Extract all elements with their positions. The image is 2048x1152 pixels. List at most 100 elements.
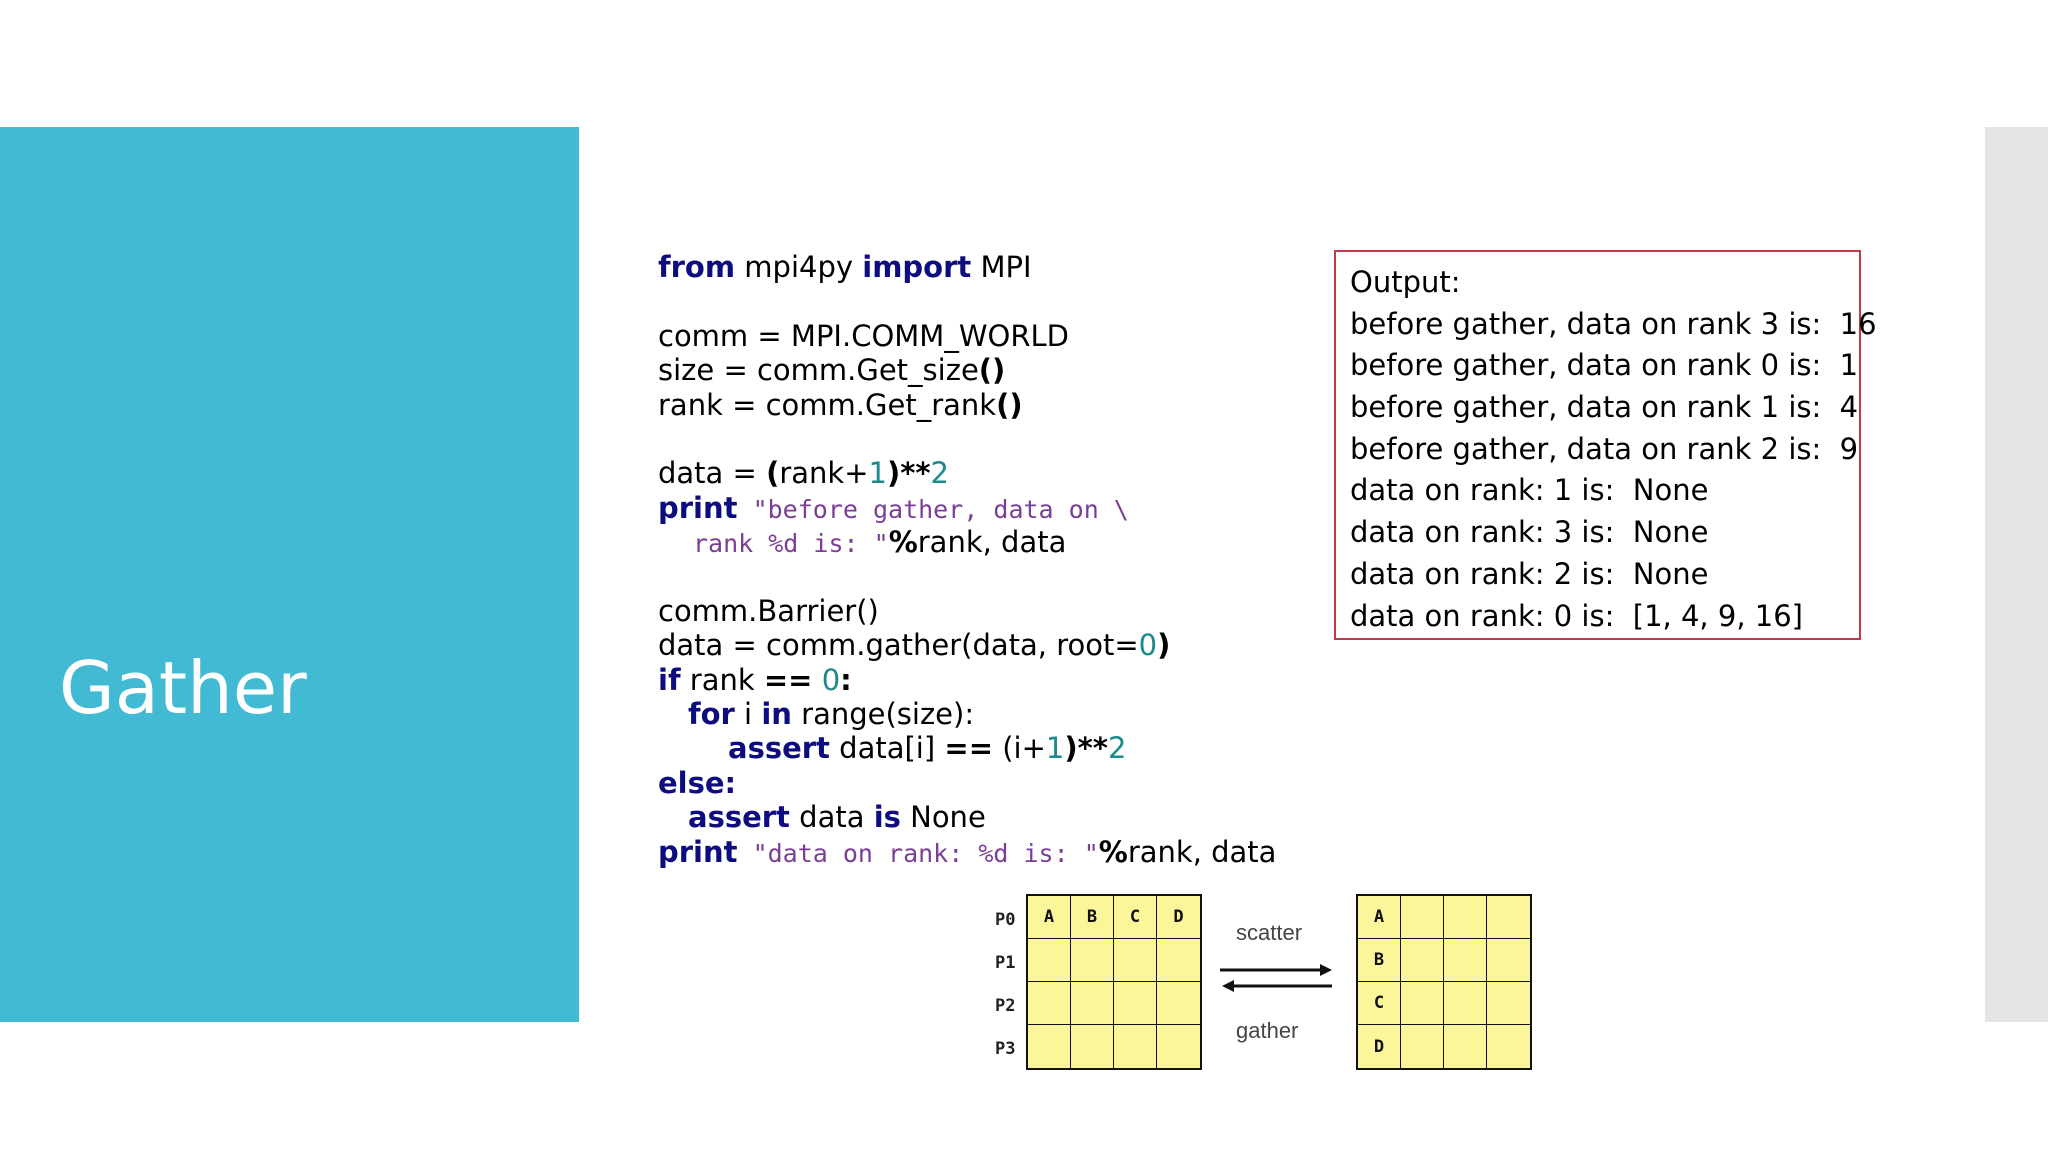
grid-cell: B xyxy=(1071,896,1114,939)
code-string: " xyxy=(1083,838,1099,868)
code-line: assert data is None xyxy=(658,800,1318,834)
code-line: else: xyxy=(658,766,1318,800)
grid-cell xyxy=(1401,982,1444,1025)
code-line: rank %d is: "%rank, data xyxy=(658,525,1318,559)
scatter-gather-diagram: P0 P1 P2 P3 A B C D scatter gather A xyxy=(990,890,1540,1080)
scatter-arrow-icon xyxy=(1220,964,1332,976)
code-operator: : xyxy=(840,662,852,697)
output-line: data on rank: 0 is: [1, 4, 9, 16] xyxy=(1350,598,1803,633)
code-operator: ) xyxy=(1157,628,1171,663)
grid-cell xyxy=(1487,982,1530,1025)
code-operator: == xyxy=(763,662,813,697)
code-line: comm.Barrier() xyxy=(658,594,1318,628)
grid-cell xyxy=(1401,939,1444,982)
grid-cell xyxy=(1028,982,1071,1025)
code-keyword: else: xyxy=(658,765,737,800)
code-keyword: import xyxy=(862,250,972,284)
scatter-gather-arrows xyxy=(1220,964,1332,992)
code-number: 0 xyxy=(821,662,841,697)
output-line: data on rank: 2 is: None xyxy=(1350,556,1709,591)
grid-cell xyxy=(1444,939,1487,982)
code-string: " xyxy=(873,529,889,559)
grid-cell xyxy=(1444,982,1487,1025)
code-text: data = xyxy=(658,456,767,491)
scatter-label: scatter xyxy=(1236,920,1303,945)
slide-title: Gather xyxy=(59,646,307,730)
code-number: 1 xyxy=(868,456,887,491)
grid-cell: A xyxy=(1028,896,1071,939)
code-number: 1 xyxy=(1045,731,1065,766)
grid-cell: D xyxy=(1358,1025,1401,1068)
code-operator: == xyxy=(944,731,993,766)
code-text: data xyxy=(789,800,874,835)
code-keyword: from xyxy=(658,250,736,284)
code-text: mpi4py xyxy=(735,250,863,284)
code-keyword: in xyxy=(761,697,792,732)
output-line: before gather, data on rank 1 is: 4 xyxy=(1350,390,1859,425)
code-operator: () xyxy=(978,353,1006,388)
code-line: assert data[i] == (i+1)**2 xyxy=(658,731,1318,765)
code-text: rank, data xyxy=(1127,834,1277,869)
grid-cell xyxy=(1487,939,1530,982)
code-number: 2 xyxy=(930,456,949,491)
output-line: before gather, data on rank 3 is: 16 xyxy=(1350,306,1877,341)
grid-cell: C xyxy=(1114,896,1157,939)
process-label: P3 xyxy=(995,1039,1016,1059)
code-line: print "before gather, data on \ xyxy=(658,491,1318,525)
code-blank-line xyxy=(658,422,1318,456)
code-line: print "data on rank: %d is: "%rank, data xyxy=(658,835,1318,869)
gather-label: gather xyxy=(1236,1018,1299,1043)
code-text: range(size): xyxy=(791,697,975,732)
code-string: "data on rank: %d is: xyxy=(737,838,1084,868)
code-operator: % xyxy=(1098,834,1128,869)
code-number: 0 xyxy=(1138,628,1158,663)
code-listing: from mpi4py import MPI comm = MPI.COMM_W… xyxy=(658,250,1318,869)
code-string: "before gather, data on \ xyxy=(737,494,1129,524)
process-label: P2 xyxy=(995,996,1016,1016)
code-text: i xyxy=(734,697,762,732)
code-text: rank+ xyxy=(779,456,869,491)
code-keyword: assert xyxy=(728,731,830,766)
title-panel: Gather xyxy=(0,127,579,1022)
code-number: 2 xyxy=(1107,731,1127,766)
code-text: MPI xyxy=(971,250,1032,284)
code-keyword: is xyxy=(873,800,901,835)
grid-cell xyxy=(1114,1025,1157,1068)
code-keyword: assert xyxy=(688,800,790,835)
grid-cell xyxy=(1487,896,1530,939)
grid-cell: C xyxy=(1358,982,1401,1025)
grid-cell xyxy=(1028,1025,1071,1068)
grid-cell xyxy=(1157,1025,1200,1068)
code-text: data = comm.gather(data, root= xyxy=(658,628,1139,663)
output-line: before gather, data on rank 2 is: 9 xyxy=(1350,431,1859,466)
code-text xyxy=(812,663,821,697)
code-keyword: if xyxy=(658,662,681,697)
code-keyword: for xyxy=(688,697,735,732)
grid-cell: A xyxy=(1358,896,1401,939)
code-line: from mpi4py import MPI xyxy=(658,250,1318,284)
code-line: for i in range(size): xyxy=(658,697,1318,731)
grid-cell xyxy=(1114,939,1157,982)
code-line: rank = comm.Get_rank() xyxy=(658,388,1318,422)
code-operator: % xyxy=(888,525,918,560)
code-keyword: print xyxy=(658,834,738,869)
grid-cell: D xyxy=(1157,896,1200,939)
code-line: if rank == 0: xyxy=(658,663,1318,697)
code-blank-line xyxy=(658,284,1318,318)
right-data-grid: A B C D xyxy=(1356,894,1532,1070)
code-operator: )** xyxy=(886,456,931,491)
grid-cell: B xyxy=(1358,939,1401,982)
code-operator: )** xyxy=(1064,731,1108,766)
grid-cell xyxy=(1114,982,1157,1025)
grid-cell xyxy=(1071,1025,1114,1068)
code-string: rank %d is: xyxy=(693,529,874,559)
code-operator: () xyxy=(996,387,1023,422)
output-box: Output: before gather, data on rank 3 is… xyxy=(1334,250,1877,640)
grid-cell xyxy=(1157,939,1200,982)
gather-arrow-icon xyxy=(1222,980,1332,992)
code-text: data[i] xyxy=(829,731,945,766)
code-text: rank xyxy=(680,662,764,697)
grid-cell xyxy=(1157,982,1200,1025)
output-line: Output: xyxy=(1350,265,1461,299)
grid-cell xyxy=(1071,939,1114,982)
